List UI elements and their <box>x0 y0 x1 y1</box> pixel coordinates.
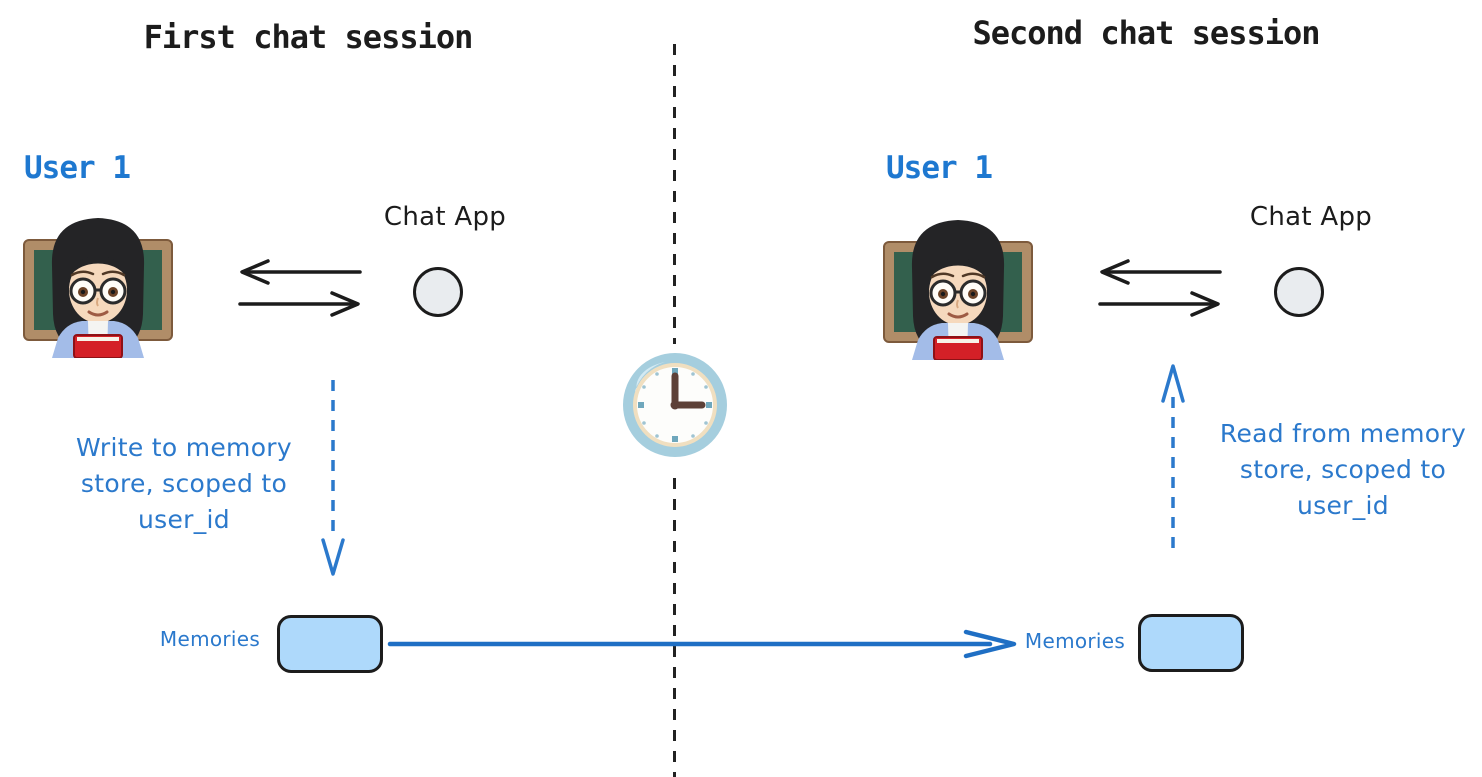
memories-label: Memories <box>159 627 261 651</box>
memory-transfer-arrow-icon <box>387 629 1017 659</box>
exchange-arrows-icon <box>1096 256 1224 318</box>
chat-app-node <box>413 267 463 317</box>
chat-app-label: Chat App <box>383 202 507 232</box>
memory-store-node <box>1138 614 1244 672</box>
read-arrow-icon <box>1161 364 1185 557</box>
session-divider-dashed-line <box>673 478 676 777</box>
memory-store-node <box>277 615 383 673</box>
user-label: User 1 <box>886 150 993 186</box>
clock-icon <box>621 351 729 459</box>
woman-teacher-emoji-icon <box>874 198 1042 360</box>
memories-label: Memories <box>1024 629 1126 653</box>
chat-app-label: Chat App <box>1249 202 1373 232</box>
second-session-title: Second chat session <box>972 14 1320 52</box>
first-session-title: First chat session <box>143 18 474 56</box>
session-divider-dashed-line <box>673 44 676 344</box>
user-label: User 1 <box>24 150 131 186</box>
chat-app-node <box>1274 267 1324 317</box>
woman-teacher-emoji-icon <box>14 196 182 358</box>
read-memory-note: Read from memory store, scoped to user_i… <box>1219 419 1467 520</box>
exchange-arrows-icon <box>236 256 364 318</box>
write-memory-note: Write to memory store, scoped to user_id <box>76 433 292 534</box>
write-arrow-icon <box>321 380 345 576</box>
